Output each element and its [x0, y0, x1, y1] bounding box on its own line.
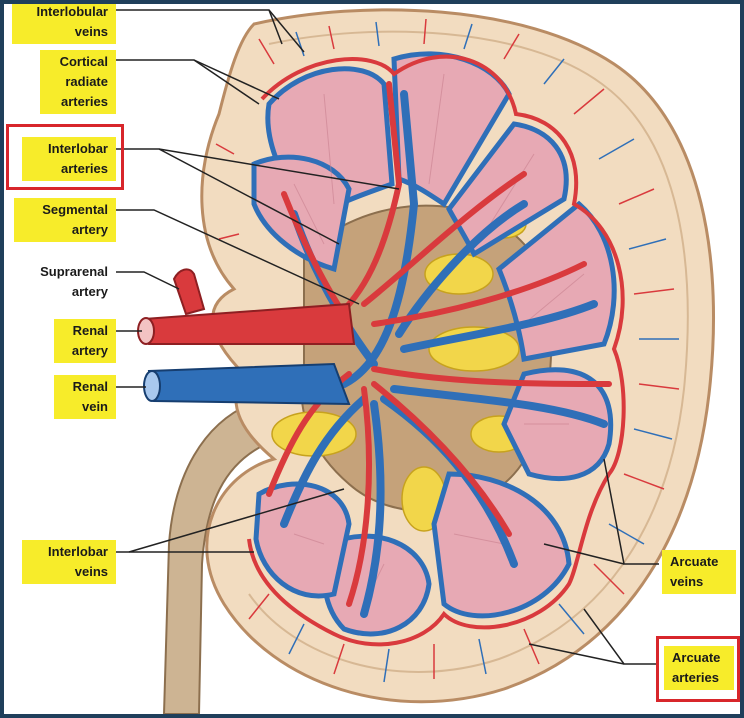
ureter	[162, 402, 268, 714]
leader-lines	[116, 9, 659, 665]
kidney-illustration	[116, 8, 716, 714]
renal-vein-vessel	[147, 362, 351, 406]
suprarenal-artery-vessel	[172, 268, 206, 316]
pyramid-striations	[293, 73, 585, 585]
renal-vein-opening	[143, 370, 161, 402]
cortical-radiate-vessels	[215, 18, 680, 683]
arcuate-arteries	[247, 54, 626, 647]
cortex-inner-line	[248, 30, 689, 673]
